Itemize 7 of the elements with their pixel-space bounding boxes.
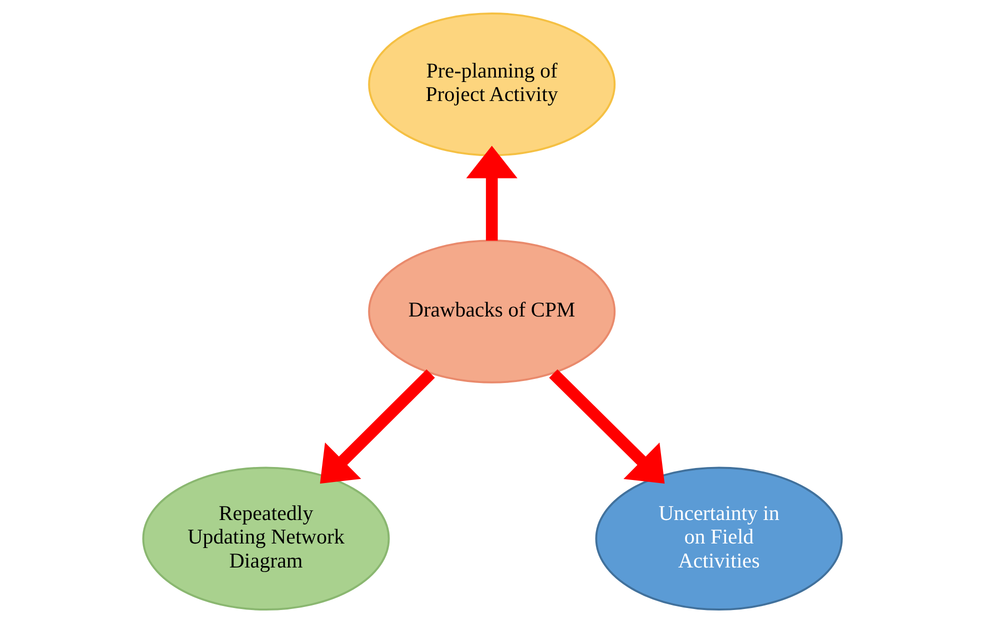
node-ellipse: Pre-planning of Project Activity — [368, 12, 616, 156]
node-ellipse: Drawbacks of CPM — [368, 240, 616, 384]
arrow — [549, 369, 665, 484]
arrow — [466, 146, 518, 241]
arrow — [320, 369, 435, 484]
node-ellipse: Repeatedly Updating Network Diagram — [142, 466, 390, 611]
node-ellipse: Uncertainty in on Field Activities — [595, 466, 843, 611]
